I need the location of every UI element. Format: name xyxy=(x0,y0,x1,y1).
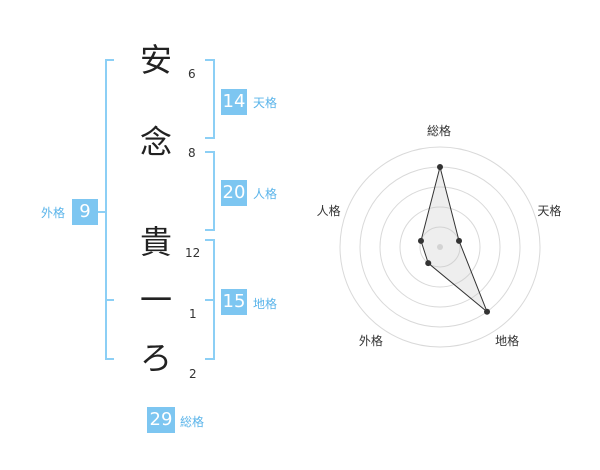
chikaku-value-box: 15 xyxy=(221,289,247,315)
name-char-4: 一 xyxy=(139,281,172,319)
radar-center-dot xyxy=(437,244,443,250)
gaikaku-label: 外格 xyxy=(41,206,66,220)
radar-point-3 xyxy=(484,308,491,315)
gaikaku-value-box: 9 xyxy=(72,199,98,225)
jinkaku-label: 人格 xyxy=(253,187,278,201)
gaikaku-bracket xyxy=(105,59,114,360)
stroke-count-1: 6 xyxy=(188,67,196,81)
radar-data-polygon xyxy=(420,166,488,313)
radar-point-2 xyxy=(456,237,463,244)
name-char-2: 念 xyxy=(139,123,172,161)
radar-point-5 xyxy=(417,237,424,244)
radar-point-4 xyxy=(425,260,432,267)
radar-axis-label-2: 天格 xyxy=(537,204,562,219)
jinkaku-bracket xyxy=(205,151,215,231)
radar-ring-1 xyxy=(419,226,461,268)
tenkaku-label: 天格 xyxy=(253,96,278,110)
soukaku-value-box: 29 xyxy=(147,407,175,433)
radar-axis-label-5: 人格 xyxy=(316,204,341,219)
stroke-count-5: 2 xyxy=(189,367,197,381)
radar-ring-3 xyxy=(379,186,501,308)
stroke-count-3: 12 xyxy=(185,246,201,260)
radar-axis-label-1: 総格 xyxy=(427,124,452,138)
name-char-3: 貴 xyxy=(139,223,172,261)
radar-point-1 xyxy=(437,164,443,170)
radar-outer-ring xyxy=(339,146,541,348)
radar-axis-label-3: 地格 xyxy=(495,333,520,348)
tenkaku-bracket xyxy=(205,59,215,139)
radar-axis-label-4: 外格 xyxy=(358,333,383,348)
stroke-count-4: 1 xyxy=(189,307,197,321)
soukaku-label: 総格 xyxy=(180,415,205,429)
stroke-count-2: 8 xyxy=(188,146,196,160)
tenkaku-value-box: 14 xyxy=(221,89,247,115)
name-char-5: ろ xyxy=(139,339,172,377)
name-char-1: 安 xyxy=(139,41,172,79)
chikaku-label: 地格 xyxy=(253,297,278,311)
radar-ring-2 xyxy=(399,206,481,288)
jinkaku-value-box: 20 xyxy=(221,180,247,206)
